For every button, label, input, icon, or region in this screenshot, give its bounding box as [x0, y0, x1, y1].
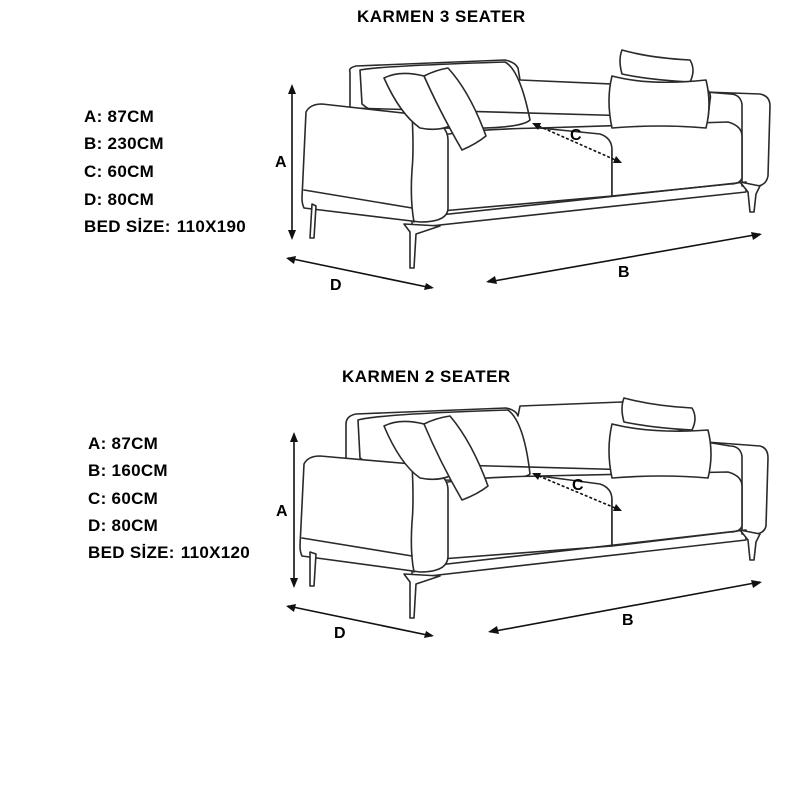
- panel-title: KARMEN 3 SEATER: [357, 7, 526, 26]
- sofa-drawing: A D B C: [275, 49, 771, 294]
- spec-bed-size: BED SİZE: 110X120: [88, 543, 250, 563]
- dim-label-d: D: [330, 277, 342, 294]
- spec-height: A: 87CM: [84, 107, 155, 126]
- pillow-front-left: [423, 415, 489, 501]
- dim-label-d: D: [334, 625, 346, 642]
- pillow-right-back: [619, 49, 694, 83]
- spec-depth: D: 80CM: [84, 190, 155, 209]
- dim-label-a: A: [275, 154, 287, 171]
- pillow-right-front: [608, 423, 712, 479]
- sofa-right-arm: [704, 91, 771, 187]
- sofa-back: [348, 59, 712, 119]
- sofa-leg: [739, 181, 761, 213]
- bed-size-value: 110X190: [176, 217, 246, 236]
- pillow-front-left: [423, 67, 487, 151]
- spec-depth: D: 80CM: [88, 516, 159, 535]
- sofa-leg: [403, 223, 441, 269]
- dim-label-b: B: [618, 264, 630, 281]
- sofa-right-arm: [705, 441, 769, 535]
- spec-height: A: 87CM: [88, 434, 159, 453]
- pillow-right-front: [608, 75, 710, 129]
- dim-label-b: B: [622, 612, 634, 629]
- sofa-leg: [309, 551, 317, 587]
- sofa-leg: [309, 203, 317, 239]
- spec-width: B: 160CM: [88, 461, 168, 480]
- spec-seat-depth: C: 60CM: [88, 489, 159, 508]
- panel-3-seater: KARMEN 3 SEATER A: 87CM B: 230CM C: 60CM…: [0, 0, 800, 380]
- sofa-leg: [403, 573, 441, 619]
- sofa-drawing: A D B C: [276, 397, 769, 642]
- dim-label-c: C: [572, 477, 584, 494]
- bed-size-value: 110X120: [180, 543, 250, 562]
- pillow-right-back: [621, 397, 696, 431]
- panel-2-seater: KARMEN 2 SEATER A: 87CM B: 160CM C: 60CM…: [0, 362, 800, 742]
- sofa-leg: [739, 529, 761, 561]
- spec-bed-size: BED SİZE: 110X190: [84, 217, 246, 237]
- bed-size-label: BED SİZE:: [84, 217, 171, 236]
- bed-size-label: BED SİZE:: [88, 543, 175, 562]
- dim-label-c: C: [570, 127, 582, 144]
- spec-seat-depth: C: 60CM: [84, 162, 155, 181]
- dim-label-a: A: [276, 503, 288, 520]
- spec-width: B: 230CM: [84, 134, 164, 153]
- panel-title: KARMEN 2 SEATER: [342, 367, 511, 386]
